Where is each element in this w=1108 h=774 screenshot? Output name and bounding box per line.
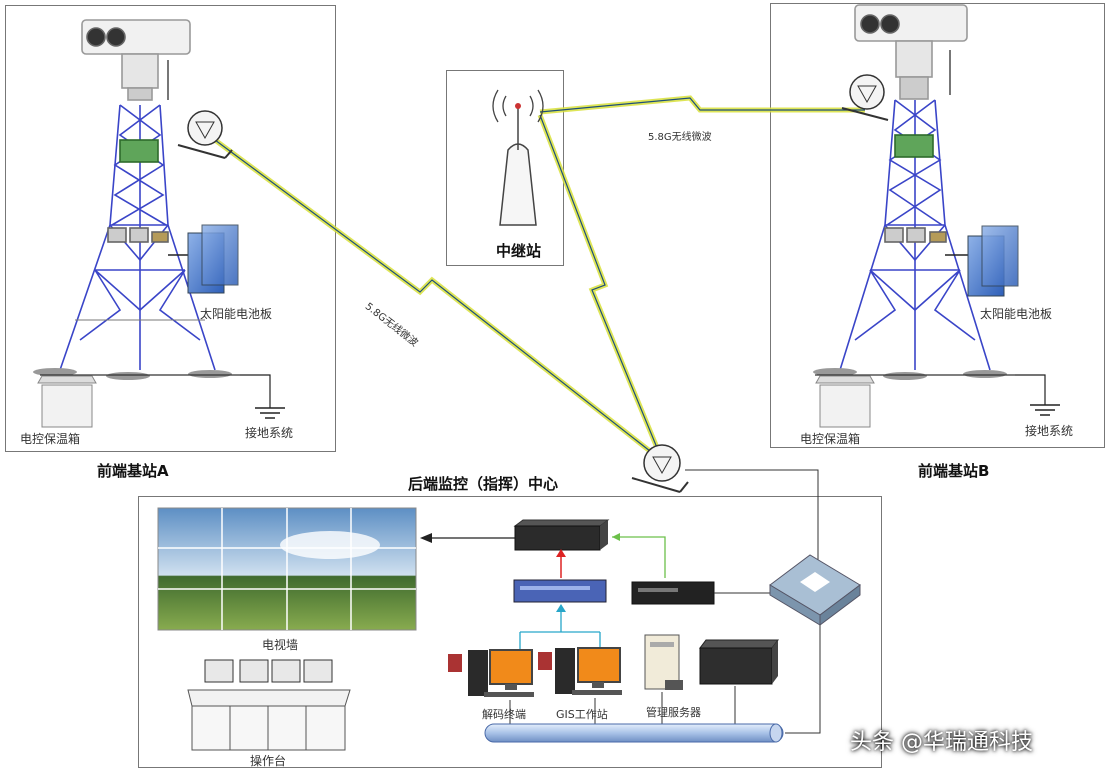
- ground-symbol-b: [1030, 404, 1060, 416]
- ground-label-a: 接地系统: [245, 426, 294, 440]
- solar-panel-b: [967, 225, 1019, 297]
- arrow-to-video-wall: [420, 533, 515, 543]
- tower-b: [813, 4, 1046, 405]
- network-bus: [484, 723, 784, 743]
- operator-console: [187, 659, 351, 751]
- station-b-title: 前端基站B: [918, 462, 990, 480]
- management-server: [644, 634, 683, 690]
- dish-b: [841, 74, 889, 121]
- watermark: 头条 @华瑞通科技: [850, 730, 1033, 755]
- nvr-device: [631, 581, 715, 605]
- relay-title: 中继站: [496, 242, 542, 260]
- box-label-a: 电控保温箱: [20, 432, 81, 446]
- gis-label: GIS工作站: [556, 708, 608, 721]
- server-label: 管理服务器: [646, 706, 701, 719]
- solar-panel-a: [187, 224, 239, 294]
- gis-workstation-pc: [538, 647, 622, 695]
- solar-label-b: 太阳能电池板: [980, 307, 1053, 321]
- control-box-b: [815, 375, 875, 428]
- dish-a: [177, 110, 233, 159]
- station-a-title: 前端基站A: [97, 462, 169, 480]
- matrix-device: [513, 519, 610, 551]
- relay-panel: [446, 70, 564, 266]
- ground-label-b: 接地系统: [1025, 424, 1074, 438]
- decoder-device: [513, 579, 607, 603]
- box-label-b: 电控保温箱: [800, 432, 861, 446]
- video-wall-label: 电视墙: [262, 638, 299, 652]
- console-label: 操作台: [250, 754, 287, 768]
- wireless-link-left: [213, 137, 657, 457]
- center-dish: [631, 444, 819, 570]
- wireless-link-right: [539, 95, 865, 115]
- center-title: 后端监控（指挥）中心: [408, 475, 559, 493]
- decoder-terminal-pc: [448, 649, 534, 697]
- decoder-label: 解码终端: [482, 708, 526, 721]
- link-label-right: 5.8G无线微波: [648, 132, 712, 143]
- solar-label-a: 太阳能电池板: [200, 307, 273, 321]
- control-box-a: [37, 375, 97, 428]
- storage-server: [699, 639, 779, 685]
- ground-symbol-a: [255, 407, 285, 419]
- tower-a: [33, 19, 271, 408]
- video-wall: [157, 507, 417, 631]
- wireless-link-relay: [537, 114, 663, 456]
- relay-antenna: [492, 89, 544, 226]
- network-switch: [769, 554, 861, 626]
